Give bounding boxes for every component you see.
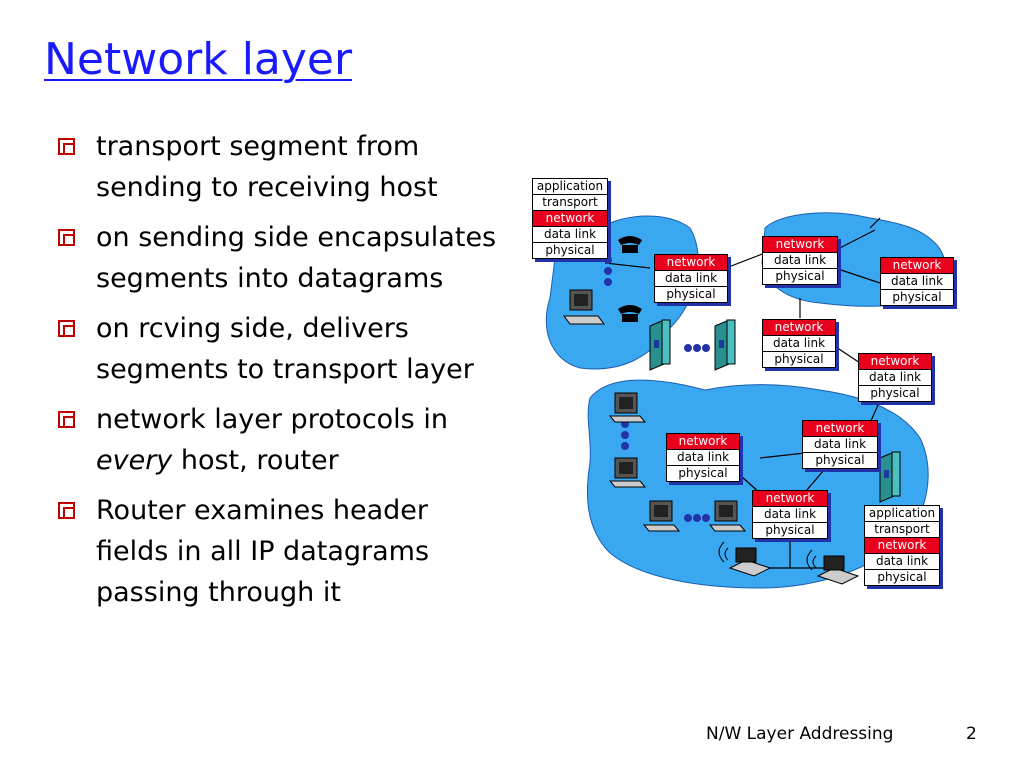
layer-transport: transport bbox=[532, 194, 608, 211]
router-stack: network data link physical bbox=[762, 319, 836, 368]
router-stack: network data link physical bbox=[666, 433, 740, 482]
laptop-icon bbox=[806, 549, 860, 585]
server-icon bbox=[714, 319, 736, 371]
layer-network: network bbox=[654, 254, 728, 271]
layer-data-link: data link bbox=[666, 449, 740, 466]
layer-network: network bbox=[802, 420, 878, 437]
layer-data-link: data link bbox=[762, 252, 838, 269]
layer-application: application bbox=[864, 505, 940, 522]
bullet-item: on rcving side, delivers segments to tra… bbox=[52, 308, 502, 390]
layer-data-link: data link bbox=[654, 270, 728, 287]
layer-data-link: data link bbox=[752, 506, 828, 523]
router-stack: network data link physical bbox=[880, 257, 954, 306]
telephone-icon bbox=[618, 305, 642, 322]
bullet-item: transport segment from sending to receiv… bbox=[52, 126, 502, 208]
router-stack: network data link physical bbox=[802, 420, 878, 469]
layer-physical: physical bbox=[762, 268, 838, 285]
workstation-icon bbox=[642, 500, 681, 532]
layer-physical: physical bbox=[802, 452, 878, 469]
bullet-item: network layer protocols in every host, r… bbox=[52, 399, 502, 481]
bullet-box-icon bbox=[58, 502, 75, 519]
router-stack: network data link physical bbox=[654, 254, 728, 303]
layer-physical: physical bbox=[864, 569, 940, 586]
network-diagram: application transport network data link … bbox=[530, 168, 1000, 618]
telephone-icon bbox=[618, 236, 642, 253]
layer-transport: transport bbox=[864, 521, 940, 538]
workstation-icon bbox=[608, 392, 647, 423]
layer-physical: physical bbox=[666, 465, 740, 482]
layer-application: application bbox=[532, 178, 608, 195]
workstation-icon bbox=[708, 500, 747, 532]
layer-network: network bbox=[864, 537, 940, 554]
layer-data-link: data link bbox=[858, 369, 932, 386]
bullet-box-icon bbox=[58, 320, 75, 337]
footer-title: N/W Layer Addressing bbox=[706, 724, 894, 744]
bullet-item: Router examines header fields in all IP … bbox=[52, 490, 502, 613]
layer-network: network bbox=[880, 257, 954, 274]
layer-data-link: data link bbox=[864, 553, 940, 570]
slide-title: Network layer bbox=[44, 34, 353, 85]
layer-physical: physical bbox=[762, 351, 836, 368]
laptop-icon bbox=[718, 541, 772, 577]
layer-network: network bbox=[762, 236, 838, 253]
layer-network: network bbox=[762, 319, 836, 336]
host-stack-destination: application transport network data link … bbox=[864, 505, 940, 586]
page-number: 2 bbox=[966, 724, 977, 744]
layer-network: network bbox=[752, 490, 828, 507]
layer-data-link: data link bbox=[802, 436, 878, 453]
router-stack: network data link physical bbox=[858, 353, 932, 402]
layer-data-link: data link bbox=[532, 226, 608, 243]
bullet-item: on sending side encapsulates segments in… bbox=[52, 217, 502, 299]
layer-physical: physical bbox=[654, 286, 728, 303]
layer-network: network bbox=[858, 353, 932, 370]
server-icon bbox=[649, 319, 671, 371]
bullet-box-icon bbox=[58, 229, 75, 246]
layer-network: network bbox=[666, 433, 740, 450]
router-stack: network data link physical bbox=[752, 490, 828, 539]
workstation-icon bbox=[608, 457, 647, 488]
workstation-icon bbox=[563, 289, 605, 325]
layer-physical: physical bbox=[532, 242, 608, 259]
ellipsis-dots bbox=[604, 256, 710, 522]
router-stack: network data link physical bbox=[762, 236, 838, 285]
bullet-list: transport segment from sending to receiv… bbox=[52, 126, 502, 622]
layer-data-link: data link bbox=[880, 273, 954, 290]
layer-physical: physical bbox=[858, 385, 932, 402]
layer-physical: physical bbox=[880, 289, 954, 306]
host-stack-source: application transport network data link … bbox=[532, 178, 608, 259]
bullet-box-icon bbox=[58, 138, 75, 155]
layer-network: network bbox=[532, 210, 608, 227]
server-icon bbox=[879, 451, 901, 503]
layer-data-link: data link bbox=[762, 335, 836, 352]
bullet-box-icon bbox=[58, 411, 75, 428]
layer-physical: physical bbox=[752, 522, 828, 539]
